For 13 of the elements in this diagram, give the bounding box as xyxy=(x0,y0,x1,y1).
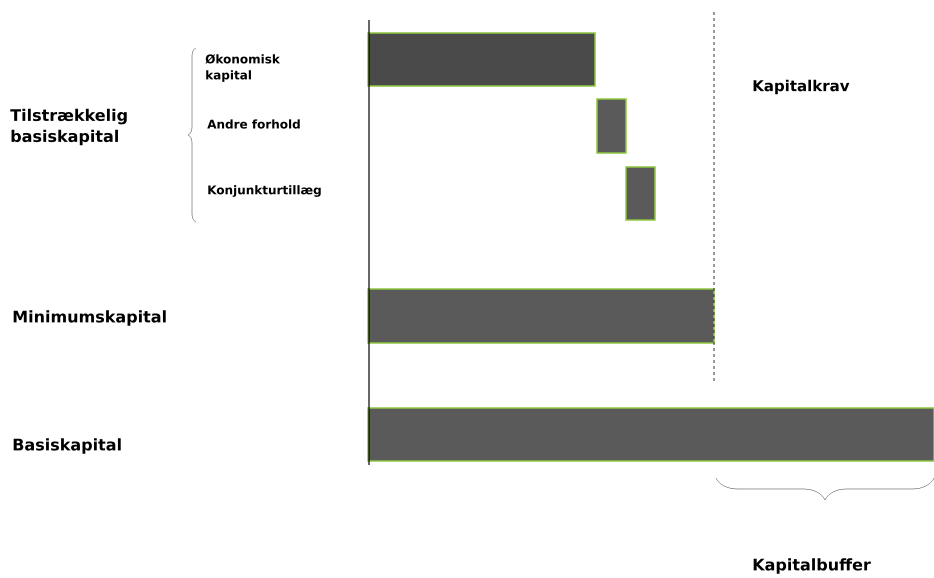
bar xyxy=(367,32,596,87)
text-label: Basiskapital xyxy=(14,438,121,454)
text-label: Konjunkturtillæg xyxy=(208,185,321,197)
text-label: Kapitalkrav xyxy=(754,80,850,94)
bar xyxy=(367,288,715,344)
bar xyxy=(367,407,934,462)
text-label: Kapitalbuffer xyxy=(754,558,871,574)
text-label: Økonomisk kapital xyxy=(205,54,280,82)
text-label: Andre forhold xyxy=(207,119,300,129)
text-label: Minimumskapital xyxy=(14,310,166,326)
text-label: Tilstrækkelig basiskapital xyxy=(10,108,127,146)
bar xyxy=(625,166,656,221)
bar xyxy=(596,98,627,154)
